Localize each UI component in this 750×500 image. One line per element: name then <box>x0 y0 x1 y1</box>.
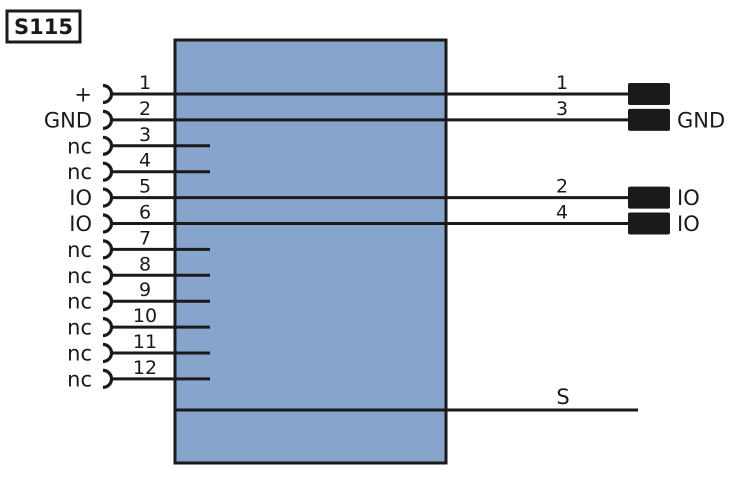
terminal-block-icon <box>628 83 670 105</box>
left-pin-number: 11 <box>133 331 157 353</box>
left-pin-4: nc 4 <box>67 150 210 184</box>
right-terminal-label: IO <box>677 186 700 210</box>
left-pin-label: IO <box>69 186 92 210</box>
left-pin-label: nc <box>67 342 92 366</box>
left-pin-8: nc 8 <box>67 253 210 288</box>
terminal-block-icon <box>628 108 670 131</box>
left-pin-1: +1 <box>74 72 630 107</box>
left-pin-11: nc 11 <box>67 331 210 366</box>
left-pin-number: 3 <box>139 124 151 146</box>
left-pin-9: nc 9 <box>67 279 210 314</box>
left-pin-3: nc 3 <box>67 124 210 158</box>
left-pin-number: 2 <box>139 98 151 120</box>
terminal-block-icon <box>628 212 670 235</box>
left-pin-number: 9 <box>139 279 151 301</box>
left-pin-label: nc <box>67 160 92 184</box>
left-pin-label: nc <box>67 134 92 158</box>
title-box: S115 <box>5 9 82 44</box>
left-pin-6: IO 6 <box>69 202 630 236</box>
right-terminal-2: 2 IO <box>556 176 700 211</box>
left-pin-12: nc 12 <box>67 357 210 391</box>
left-pin-number: 12 <box>133 357 157 379</box>
right-terminal-4: 4 IO <box>556 202 700 237</box>
left-pin-label: GND <box>44 108 92 132</box>
left-pin-label: nc <box>67 264 92 288</box>
component-title: S115 <box>14 15 73 39</box>
right-terminal-label: IO <box>677 212 700 236</box>
right-terminal-1: 1 <box>556 72 670 105</box>
left-pin-7: nc 7 <box>67 227 210 262</box>
left-pin-number: 5 <box>139 176 151 198</box>
right-terminal-3: 3 GND <box>556 98 725 132</box>
left-pin-number: 1 <box>139 72 151 94</box>
left-pin-number: 4 <box>139 150 151 172</box>
terminal-block-icon <box>628 186 670 209</box>
right-pin-number: 1 <box>556 72 568 94</box>
shield-line-group: S <box>175 385 638 412</box>
right-terminal-label: GND <box>677 108 725 132</box>
left-pin-number: 7 <box>139 227 151 249</box>
left-pin-2: GND 2 <box>44 98 630 132</box>
connector-body <box>173 38 448 465</box>
left-pin-10: nc 10 <box>67 305 210 340</box>
left-pin-number: 10 <box>133 305 157 327</box>
right-pin-number: 3 <box>556 98 568 120</box>
left-pin-label: nc <box>67 367 92 391</box>
shield-label: S <box>556 385 569 409</box>
right-pin-number: 2 <box>556 176 568 198</box>
left-pin-label: nc <box>67 316 92 340</box>
left-pin-label: + <box>74 83 92 107</box>
left-pin-number: 6 <box>139 202 151 224</box>
left-pin-5: IO 5 <box>69 176 630 210</box>
left-pin-label: nc <box>67 290 92 314</box>
right-pin-number: 4 <box>556 202 568 224</box>
left-pin-label: nc <box>67 238 92 262</box>
left-pin-number: 8 <box>139 253 151 275</box>
left-pin-label: IO <box>69 212 92 236</box>
